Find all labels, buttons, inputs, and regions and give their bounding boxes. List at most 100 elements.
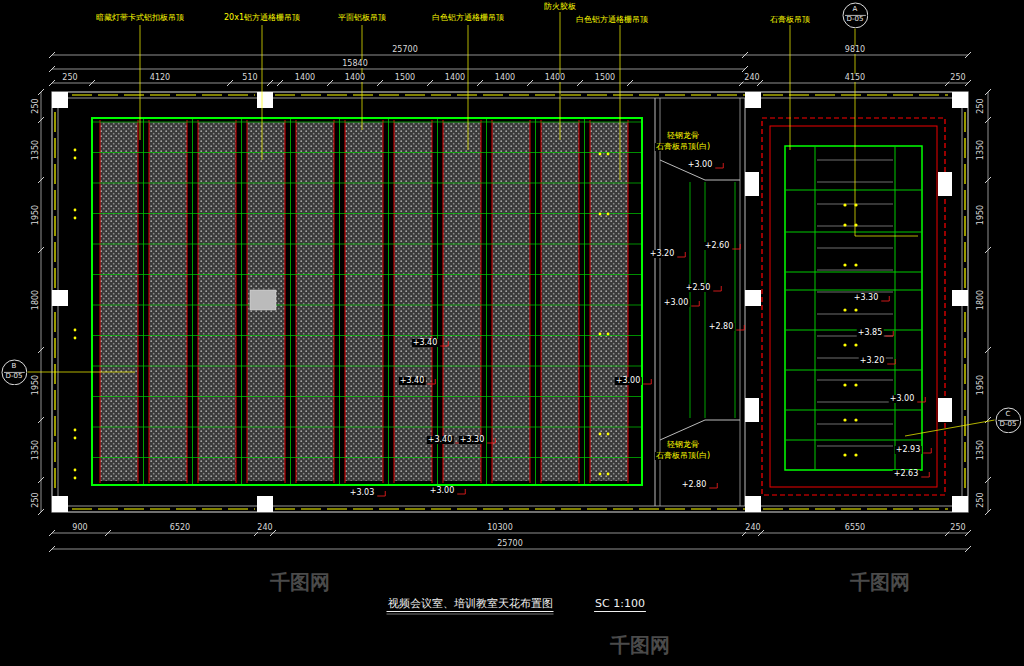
dimension-tick (965, 52, 971, 58)
column (938, 398, 952, 422)
callout-note: 石膏板吊顶 (769, 16, 811, 24)
slat-line (817, 446, 893, 447)
grid-line (437, 118, 438, 485)
downlight (854, 383, 857, 386)
grid-line (92, 122, 642, 123)
elevation-flag (923, 448, 931, 453)
dimension-tick (49, 66, 55, 72)
leader-line (855, 28, 918, 236)
title-underline (594, 611, 646, 612)
downlight (607, 333, 610, 336)
elevation-mark: +3.85 (857, 329, 884, 337)
grid-line (785, 190, 922, 191)
dimension-text: 250 (32, 97, 40, 114)
strip-edge (236, 120, 237, 483)
callout-note: 20x1铝方通格栅吊顶 (223, 14, 301, 22)
dimension-text: 9810 (844, 46, 866, 54)
column (938, 172, 952, 196)
grid-line (92, 244, 642, 245)
window-line (72, 508, 255, 509)
title-underline (387, 611, 554, 612)
slat-line (817, 292, 893, 293)
sheet-number: D-05 (1000, 421, 1017, 428)
dimension-line (52, 83, 968, 84)
grid-line (785, 440, 922, 441)
elevation-flag (885, 331, 893, 336)
dimension-text: 1400 (544, 74, 566, 82)
dimension-tick (742, 66, 748, 72)
sheet-number: D-05 (6, 373, 23, 380)
bubble-divider (998, 419, 1019, 420)
access-panel (250, 290, 276, 310)
ceiling-outline (770, 126, 937, 487)
grid-line (735, 182, 736, 418)
dimension-text: 1500 (394, 74, 416, 82)
grid-line (486, 118, 487, 485)
column (745, 172, 759, 196)
downlight (843, 343, 846, 346)
grid-line (92, 335, 642, 336)
dimension-tick (577, 80, 583, 86)
dimension-text: 250 (32, 491, 40, 508)
dimension-tick (985, 509, 991, 515)
slat-line (817, 380, 893, 381)
dimension-text: 1950 (32, 204, 40, 226)
bubble-circle (2, 360, 27, 385)
window-line (763, 508, 948, 509)
dimension-text: 4150 (844, 74, 866, 82)
downlight (74, 329, 77, 332)
sheet-number: D-05 (847, 16, 864, 23)
dimension-text: 240 (743, 74, 760, 82)
downlight (843, 453, 846, 456)
plan-linework (27, 12, 994, 614)
callout-letter: B (12, 363, 17, 370)
grid-line (388, 118, 389, 485)
grid-line (785, 330, 922, 331)
dimension-text: 900 (71, 524, 88, 532)
strip-edge (247, 120, 248, 483)
dimension-text: 1500 (594, 74, 616, 82)
elevation-mark: +3.20 (649, 250, 676, 258)
dimension-text: 1400 (494, 74, 516, 82)
grid-line (535, 118, 536, 485)
dimension-text: 6520 (169, 524, 191, 532)
downlight (607, 213, 610, 216)
dimension-tick (38, 477, 44, 483)
window-line (763, 94, 948, 95)
elevation-mark: +3.40 (399, 377, 426, 385)
callout-note: 白色铝方通格栅吊顶 (575, 16, 649, 24)
strip-edge (187, 120, 188, 483)
strip-edge (443, 120, 444, 483)
dimension-text: 250 (949, 74, 966, 82)
dimension-tick (985, 177, 991, 183)
grid-line (785, 290, 922, 291)
dimension-text: 1800 (32, 289, 40, 311)
elevation-mark: +2.50 (685, 284, 712, 292)
dimension-tick (38, 509, 44, 515)
elevation-mark: +3.40 (412, 339, 439, 347)
watermark: 千图网 (269, 572, 331, 592)
column (952, 92, 968, 108)
elevation-flag (457, 489, 465, 494)
window-line (964, 112, 965, 290)
dimension-tick (38, 117, 44, 123)
downlight (607, 153, 610, 156)
slat-line (817, 270, 893, 271)
dimension-tick (49, 52, 55, 58)
downlight (74, 149, 77, 152)
partition-wall (660, 98, 661, 506)
strip-edge (530, 120, 531, 483)
dimension-tick (527, 80, 533, 86)
elevation-flag (713, 286, 721, 291)
column (745, 496, 761, 512)
elevation-mark: +3.20 (859, 357, 886, 365)
elevation-flag (427, 379, 435, 384)
leader-line (468, 25, 469, 150)
strip-edge (628, 120, 629, 483)
elevation-mark: +2.63 (893, 470, 920, 478)
elevation-mark: +3.30 (459, 436, 486, 444)
elevation-mark: +2.80 (708, 323, 735, 331)
downlight (843, 263, 846, 266)
dimension-text: 1950 (977, 374, 985, 396)
slat-line (817, 248, 893, 249)
